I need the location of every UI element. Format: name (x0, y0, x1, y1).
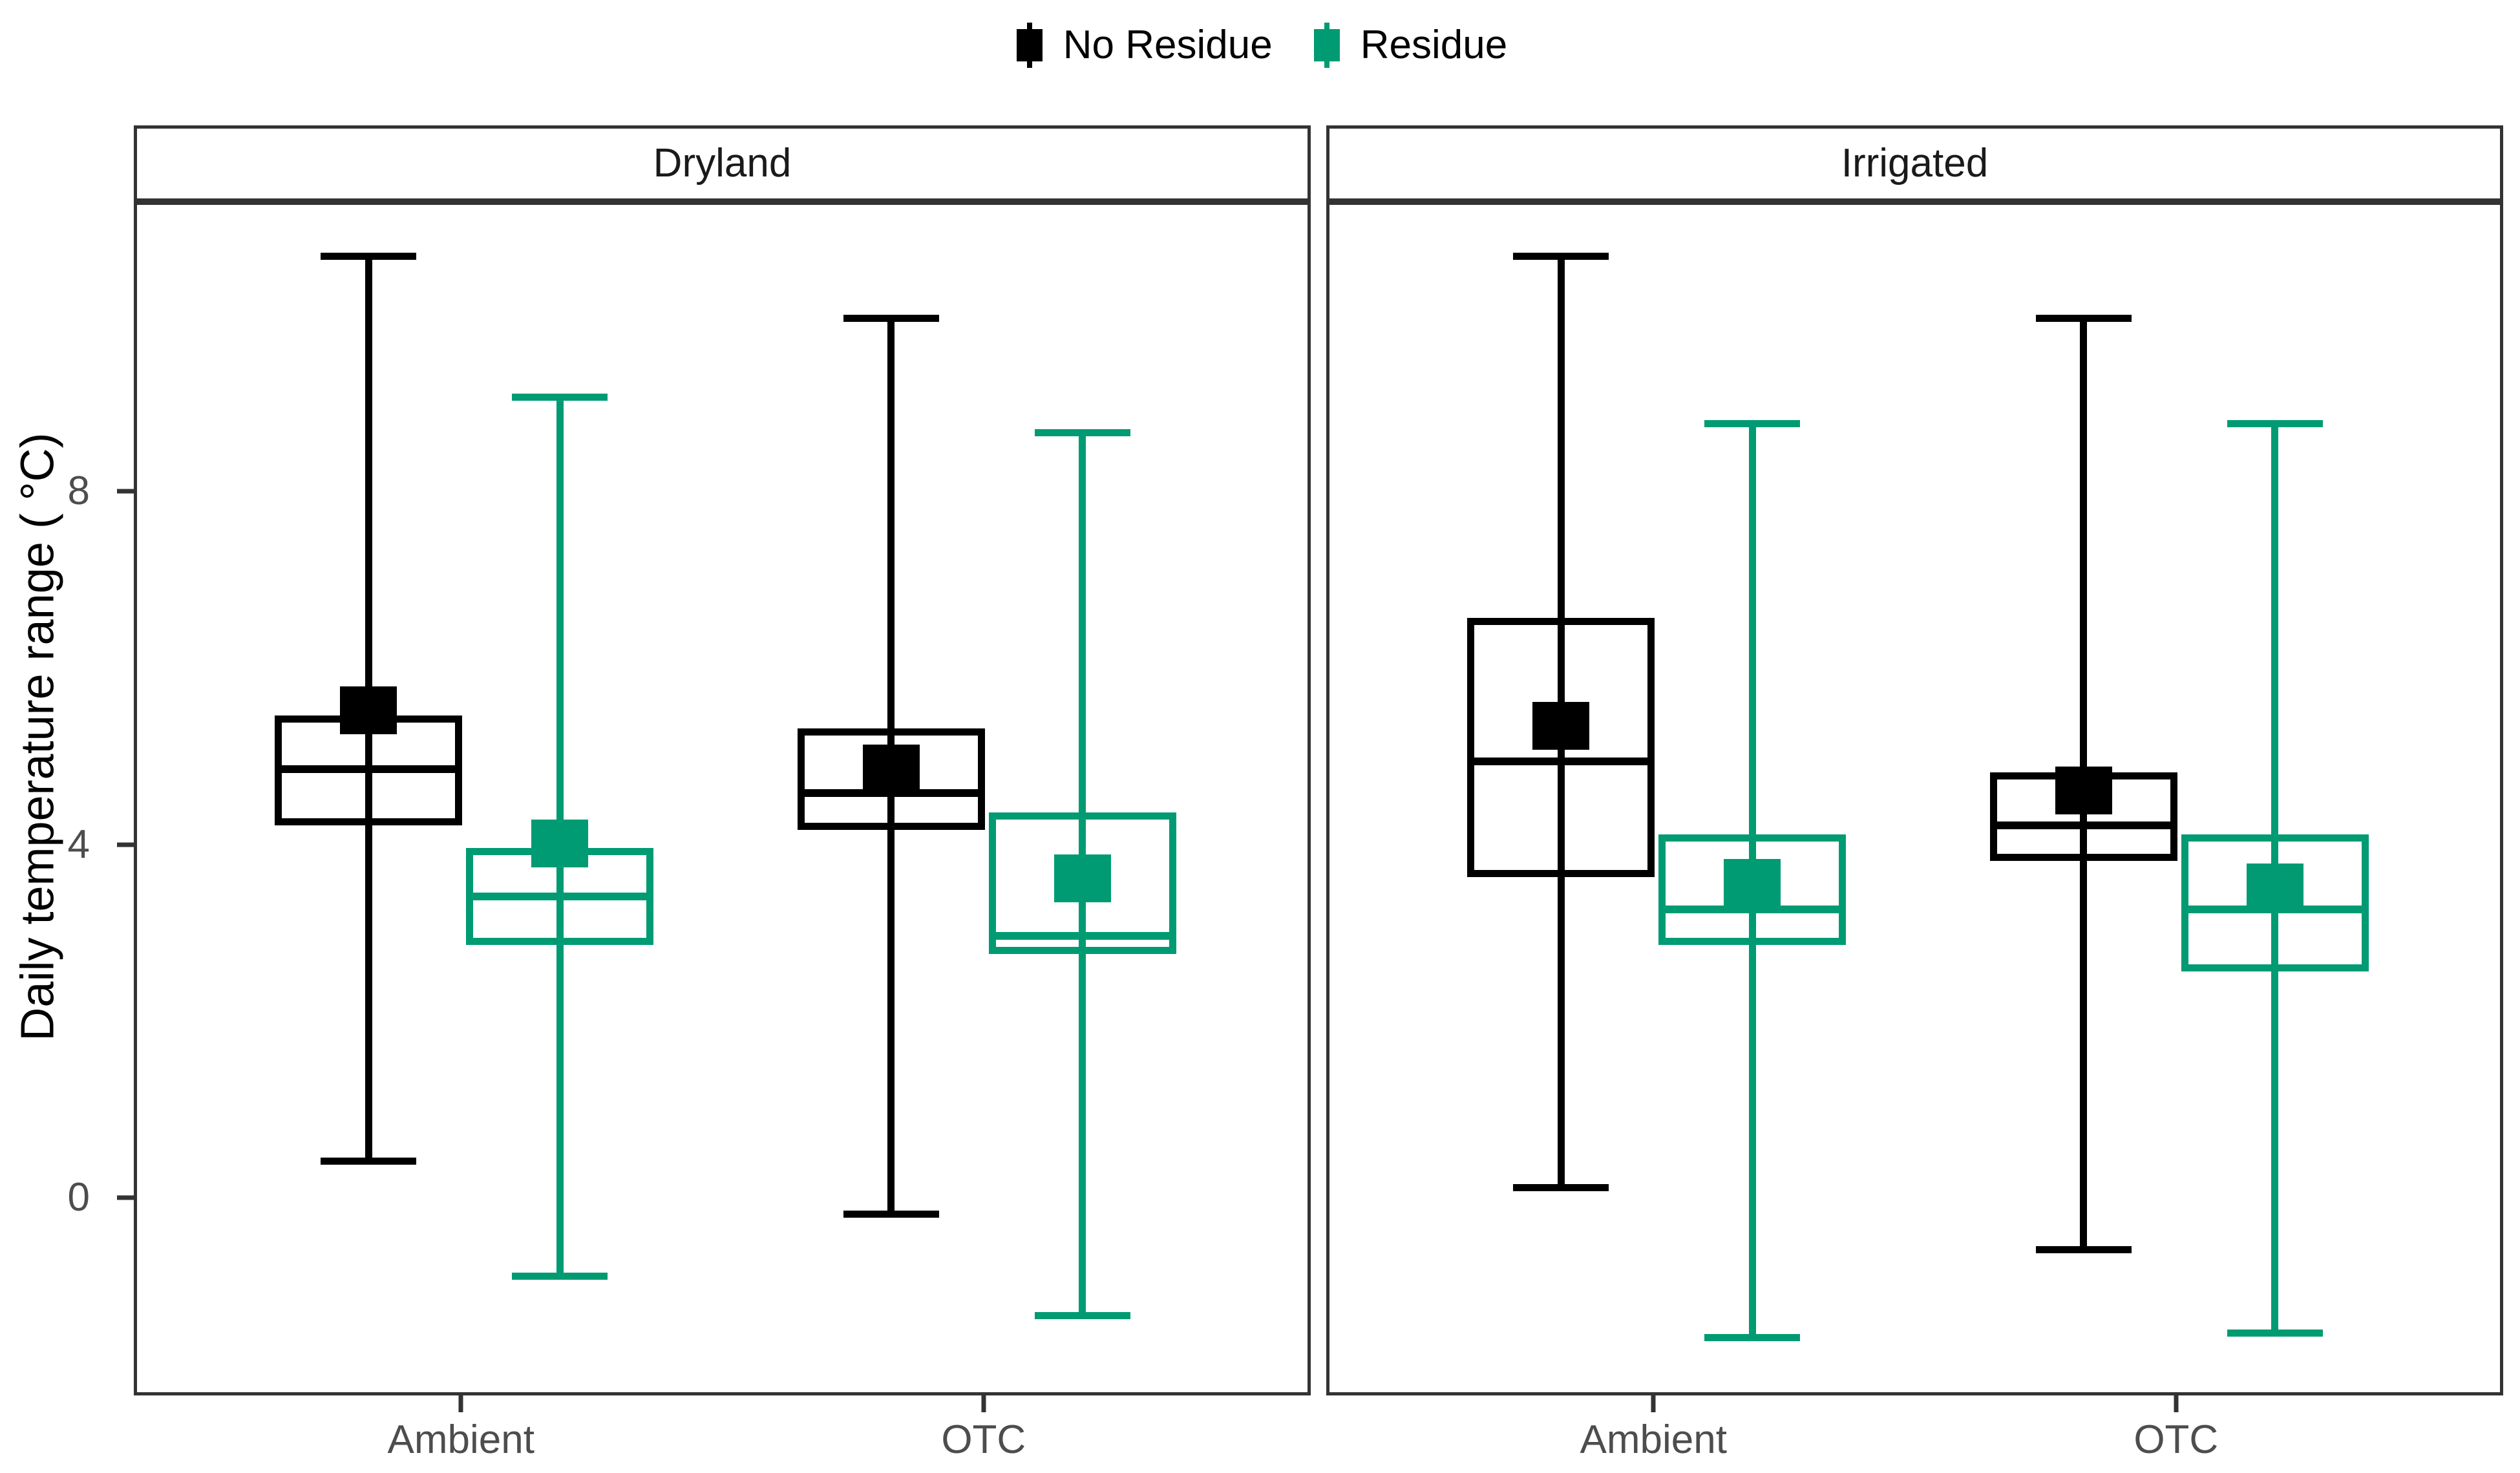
mean-marker (531, 819, 589, 867)
legend-label-no-residue: No Residue (1063, 23, 1273, 67)
mean-marker (1532, 702, 1590, 750)
boxplot-irrigated-ambient-no-residue (1467, 205, 1655, 1392)
y-axis-title-text: Daily temperature range ( °C) (12, 432, 65, 1041)
y-tick-mark (117, 489, 134, 494)
box-iqr (1658, 834, 1847, 945)
mean-marker (2246, 864, 2303, 912)
facet-strip-dryland: Dryland (134, 125, 1311, 202)
median-line (1989, 821, 2177, 830)
boxplot-dryland-otc-no-residue (797, 205, 985, 1392)
whisker-cap-lower (512, 1272, 608, 1280)
whisker-cap-upper (1034, 429, 1130, 437)
legend-key-box (1016, 29, 1043, 61)
whisker-cap-upper (843, 314, 939, 322)
x-tick-label-otc: OTC (2134, 1417, 2219, 1462)
x-tick-mark (981, 1395, 986, 1412)
whisker-cap-upper (512, 394, 608, 401)
facet-strip-label-irrigated: Irrigated (1841, 141, 1989, 185)
x-tick-mark (1651, 1395, 1656, 1412)
boxplot-dryland-otc-residue (988, 205, 1176, 1392)
boxplot-dryland-ambient-no-residue (275, 205, 463, 1392)
legend-item-no-residue[interactable]: No Residue (1013, 23, 1273, 68)
median-line (275, 765, 463, 774)
median-line (1658, 906, 1847, 914)
whisker-cap-upper (1704, 420, 1801, 428)
x-tick-label-ambient: Ambient (1580, 1417, 1727, 1462)
y-tick-mark (117, 842, 134, 847)
legend: No Residue Residue (0, 0, 2520, 90)
box-iqr (2181, 834, 2369, 971)
box-iqr (1467, 618, 1655, 877)
median-line (1467, 757, 1655, 765)
legend-key-box (1313, 29, 1340, 61)
plot-area-dryland (137, 205, 1308, 1392)
whisker-cap-lower (2035, 1245, 2132, 1253)
median-line (797, 789, 985, 797)
boxplot-dryland-ambient-residue (466, 205, 654, 1392)
x-tick-mark (2174, 1395, 2179, 1412)
median-line (466, 892, 654, 900)
mean-marker (1054, 854, 1111, 903)
boxplot-irrigated-otc-residue (2181, 205, 2369, 1392)
whisker-cap-lower (1704, 1334, 1801, 1342)
facet-panel-dryland: Dryland (134, 125, 1311, 1395)
legend-label-residue: Residue (1360, 23, 1508, 67)
plot-panel-irrigated (1326, 202, 2503, 1395)
whisker-cap-upper (321, 252, 417, 260)
facet-strip-irrigated: Irrigated (1326, 125, 2503, 202)
box-iqr (797, 728, 985, 831)
facet-strip-label-dryland: Dryland (653, 141, 792, 185)
whisker-cap-upper (1513, 252, 1609, 260)
mean-marker (862, 744, 920, 792)
y-tick-label: 0 (67, 1175, 90, 1220)
x-tick-mark (458, 1395, 463, 1412)
whisker-cap-lower (321, 1158, 417, 1165)
plot-area-irrigated (1329, 205, 2500, 1392)
whisker-cap-upper (2227, 420, 2323, 428)
plot-panel-dryland (134, 202, 1311, 1395)
y-tick-label: 4 (67, 821, 90, 867)
legend-key-no-residue-icon (1013, 23, 1046, 68)
median-line (988, 932, 1176, 940)
boxplot-irrigated-ambient-residue (1658, 205, 1847, 1392)
boxplot-irrigated-otc-no-residue (1989, 205, 2177, 1392)
y-axis-title: Daily temperature range ( °C) (9, 0, 67, 1473)
mean-marker (340, 686, 397, 734)
mean-marker (2055, 766, 2112, 814)
x-tick-label-otc: OTC (941, 1417, 1026, 1462)
legend-item-residue[interactable]: Residue (1310, 23, 1507, 68)
whisker-cap-lower (2227, 1330, 2323, 1337)
whisker-cap-lower (1034, 1312, 1130, 1320)
box-iqr (988, 812, 1176, 954)
y-tick-label: 8 (67, 469, 90, 514)
whisker-cap-lower (1513, 1184, 1609, 1191)
facet-panel-irrigated: Irrigated (1326, 125, 2503, 1395)
y-tick-mark (117, 1195, 134, 1200)
whisker-cap-lower (843, 1210, 939, 1218)
legend-key-residue-icon (1310, 23, 1344, 68)
mean-marker (1724, 859, 1781, 907)
x-tick-label-ambient: Ambient (387, 1417, 535, 1462)
whisker-cap-upper (2035, 314, 2132, 322)
